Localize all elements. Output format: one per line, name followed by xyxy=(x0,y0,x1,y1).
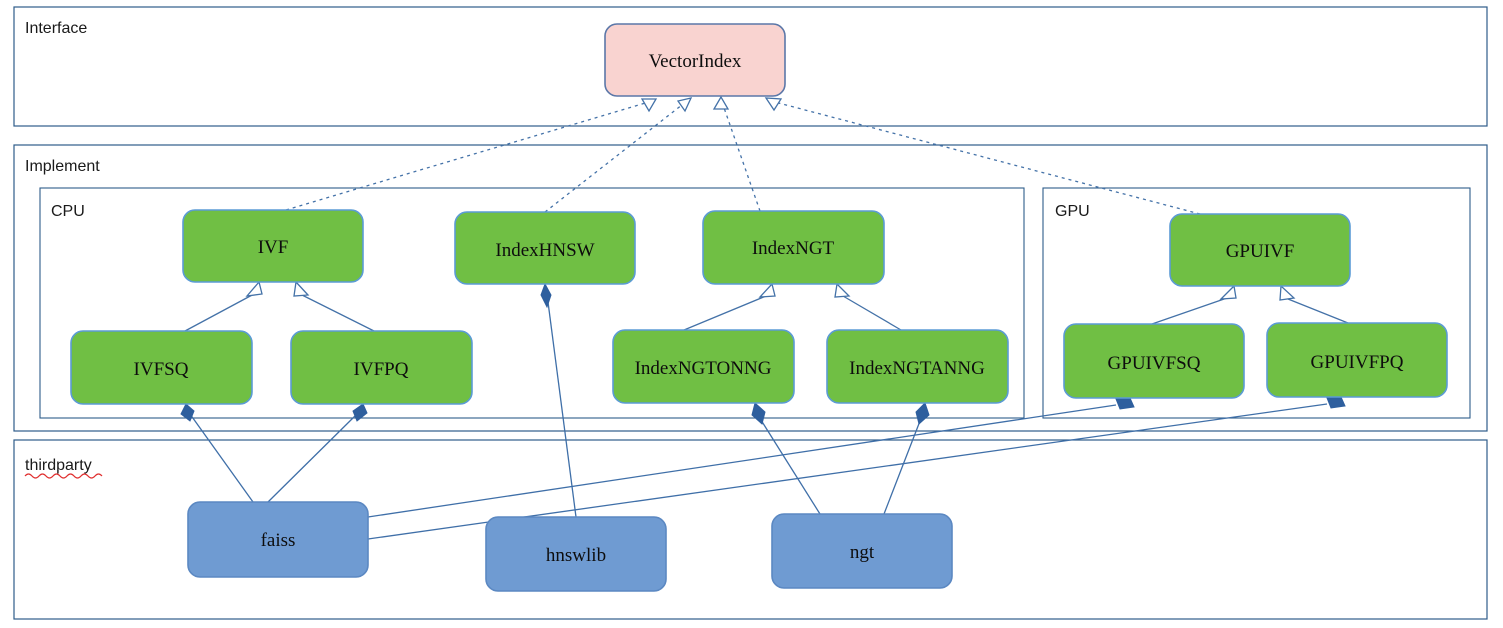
edge-faiss-to-ivfsq xyxy=(180,403,254,503)
aggregation-diamond-icon xyxy=(915,402,930,425)
aggregation-diamond-icon xyxy=(540,282,552,309)
node-faiss-label: faiss xyxy=(261,530,296,551)
node-faiss[interactable]: faiss xyxy=(187,501,369,578)
node-faiss-box[interactable] xyxy=(187,501,369,578)
node-ngt-box[interactable] xyxy=(771,513,953,589)
aggregation-diamond-icon xyxy=(352,403,368,422)
edge-line xyxy=(1287,298,1349,324)
node-hnswlib-label: hnswlib xyxy=(546,545,606,566)
node-gpuivfsq-label: GPUIVFSQ xyxy=(1108,353,1201,374)
edge-gpuivf-to-vectorindex xyxy=(764,97,1201,215)
node-indexngtonng-label: IndexNGTONNG xyxy=(635,358,772,379)
edge-line xyxy=(1151,297,1228,325)
node-indexngtonng-box[interactable] xyxy=(612,329,795,404)
edge-line xyxy=(301,294,375,332)
node-hnswlib[interactable]: hnswlib xyxy=(485,516,667,592)
node-ivfpq-box[interactable] xyxy=(290,330,473,405)
edge-indexngtonng-to-indexngt xyxy=(683,282,776,331)
realization-arrowhead-icon xyxy=(640,98,658,113)
edge-indexngt-to-vectorindex xyxy=(712,95,761,212)
generalization-arrowhead-icon xyxy=(293,280,310,297)
node-ivf-label: IVF xyxy=(258,237,289,258)
node-ivfsq-box[interactable] xyxy=(70,330,253,405)
edge-ngt-to-indexngtonng xyxy=(751,402,821,515)
generalization-arrowhead-icon xyxy=(758,282,776,298)
package-interface-label: Interface xyxy=(25,20,87,37)
node-vectorindex-box[interactable] xyxy=(604,23,786,97)
node-gpuivf-label: GPUIVF xyxy=(1226,241,1295,262)
package-cpu-label: CPU xyxy=(51,203,85,220)
realization-arrowhead-icon xyxy=(764,97,783,112)
generalization-arrowhead-icon xyxy=(834,282,851,298)
node-vectorindex[interactable]: VectorIndex xyxy=(604,23,786,97)
node-ngt[interactable]: ngt xyxy=(771,513,953,589)
node-gpuivfsq[interactable]: GPUIVFSQ xyxy=(1063,323,1245,399)
node-gpuivfpq[interactable]: GPUIVFPQ xyxy=(1266,322,1448,398)
node-hnswlib-box[interactable] xyxy=(485,516,667,592)
realization-arrowhead-icon xyxy=(676,97,693,113)
edge-ivfsq-to-ivf xyxy=(184,280,263,332)
node-ivf-box[interactable] xyxy=(182,209,364,283)
edge-ngt-to-indexngtanng xyxy=(883,402,930,515)
edge-line xyxy=(544,100,688,213)
edge-gpuivfpq-to-gpuivf xyxy=(1279,284,1349,324)
generalization-arrowhead-icon xyxy=(245,280,263,297)
node-indexngtanng-label: IndexNGTANNG xyxy=(849,358,985,379)
edge-line xyxy=(189,413,254,503)
node-gpuivfpq-label: GPUIVFPQ xyxy=(1311,352,1404,373)
edge-line xyxy=(842,295,902,331)
node-ivfsq-label: IVFSQ xyxy=(134,359,189,380)
edge-line xyxy=(184,293,255,332)
edge-line xyxy=(367,404,1117,518)
node-gpuivfsq-box[interactable] xyxy=(1063,323,1245,399)
package-implement-label: Implement xyxy=(25,158,100,175)
edge-line xyxy=(547,301,577,518)
edge-indexhnsw-to-vectorindex xyxy=(544,97,693,213)
node-ivf[interactable]: IVF xyxy=(182,209,364,283)
node-ivfsq[interactable]: IVFSQ xyxy=(70,330,253,405)
edge-faiss-to-gpuivfsq xyxy=(367,397,1135,518)
node-ivfpq[interactable]: IVFPQ xyxy=(290,330,473,405)
edge-faiss-to-ivfpq xyxy=(267,403,368,503)
node-indexngt-label: IndexNGT xyxy=(752,238,835,259)
node-ngt-label: ngt xyxy=(850,542,875,563)
node-indexngtanng[interactable]: IndexNGTANNG xyxy=(826,329,1009,404)
edge-line xyxy=(883,420,921,515)
node-indexngtanng-box[interactable] xyxy=(826,329,1009,404)
edge-ivf-to-vectorindex xyxy=(285,98,658,211)
node-indexhnsw[interactable]: IndexHNSW xyxy=(454,211,636,285)
node-vectorindex-label: VectorIndex xyxy=(649,51,742,72)
realization-arrowhead-icon xyxy=(712,95,730,110)
edge-line xyxy=(721,101,761,212)
package-thirdparty-label: thirdparty xyxy=(25,457,92,474)
node-indexhnsw-label: IndexHNSW xyxy=(495,240,594,261)
aggregation-diamond-icon xyxy=(751,402,766,425)
node-indexngtonng[interactable]: IndexNGTONNG xyxy=(612,329,795,404)
aggregation-diamond-icon xyxy=(180,403,195,422)
generalization-arrowhead-icon xyxy=(1279,284,1296,301)
node-gpuivf[interactable]: GPUIVF xyxy=(1169,213,1351,287)
generalization-arrowhead-icon xyxy=(1219,284,1237,300)
edge-line xyxy=(683,295,767,331)
package-gpu-label: GPU xyxy=(1055,203,1090,220)
node-indexhnsw-box[interactable] xyxy=(454,211,636,285)
edge-line xyxy=(267,413,358,503)
edge-line xyxy=(760,419,821,515)
edge-indexngtanng-to-indexngt xyxy=(834,282,902,331)
edge-line xyxy=(285,100,653,211)
edge-ivfpq-to-ivf xyxy=(293,280,375,332)
spellcheck-underline-icon xyxy=(24,473,103,479)
node-ivfpq-label: IVFPQ xyxy=(354,359,409,380)
node-indexngt[interactable]: IndexNGT xyxy=(702,210,885,285)
node-gpuivf-box[interactable] xyxy=(1169,213,1351,287)
node-indexngt-box[interactable] xyxy=(702,210,885,285)
edge-hnswlib-to-indexhnsw xyxy=(540,282,577,518)
node-gpuivfpq-box[interactable] xyxy=(1266,322,1448,398)
edge-gpuivfsq-to-gpuivf xyxy=(1151,284,1237,325)
